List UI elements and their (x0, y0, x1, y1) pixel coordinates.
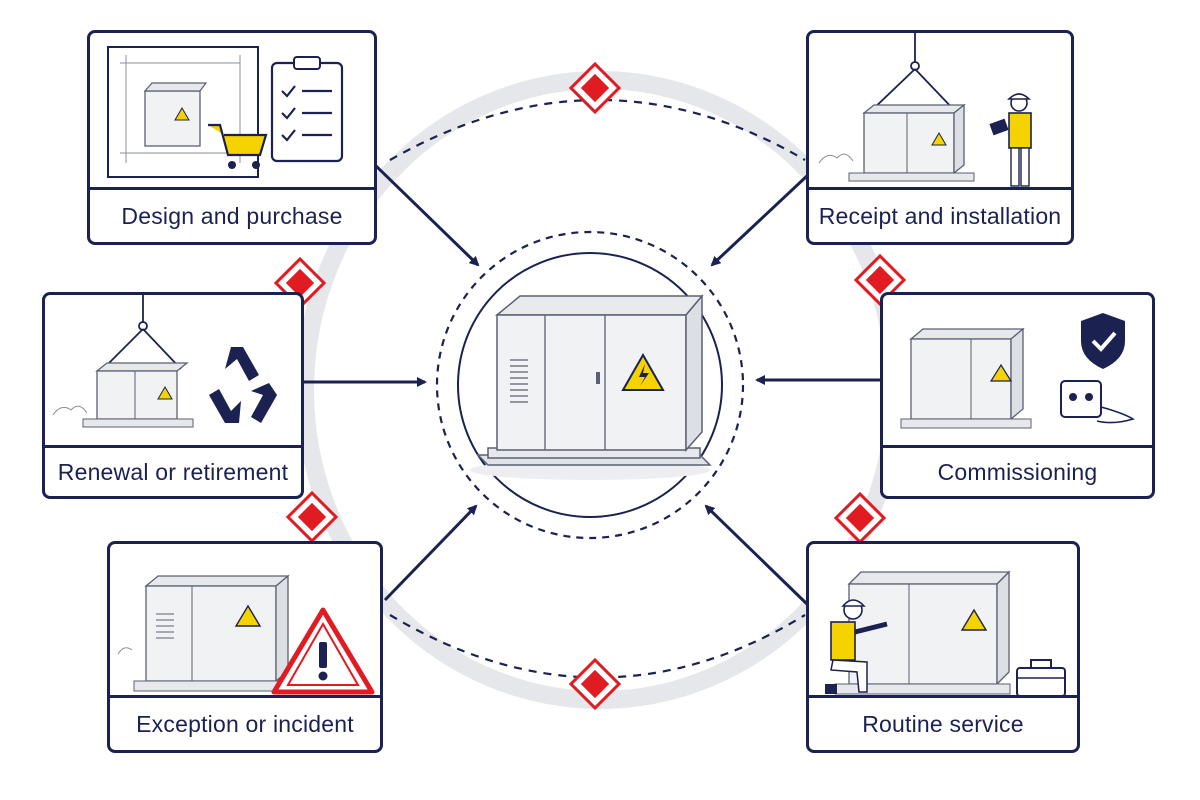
crane-hook-icon (102, 295, 182, 370)
routine-illustration (825, 570, 1066, 697)
stage-card-routine[interactable]: Routine service (806, 541, 1080, 753)
electrical-cabinet-icon (470, 293, 712, 480)
stage-label: Receipt and installation (809, 187, 1071, 242)
worker-icon (989, 93, 1032, 187)
stage-card-design[interactable]: Design and purchase (87, 30, 377, 245)
stage-label: Commissioning (883, 445, 1152, 496)
arrow-design (373, 163, 480, 267)
stage-label: Design and purchase (90, 187, 374, 242)
tablet-icon (989, 118, 1009, 136)
checklist-icon (270, 56, 344, 163)
recycle-icon (209, 347, 277, 423)
red-diamond-icon (568, 61, 622, 115)
installation-illustration (818, 33, 1032, 187)
toolbox-icon (1016, 659, 1066, 697)
stage-card-renewal[interactable]: Renewal or retirement (42, 292, 304, 499)
warning-triangle-icon (271, 607, 375, 695)
arrow-routine (704, 504, 810, 607)
dashed-arc-top (389, 98, 806, 161)
stage-card-commissioning[interactable]: Commissioning (880, 292, 1155, 499)
commissioning-illustration (900, 313, 1135, 429)
crane-hook-icon (868, 33, 958, 114)
shopping-cart-icon (208, 123, 268, 169)
arrow-exception (383, 504, 478, 602)
red-diamond-icon (833, 491, 887, 545)
technician-icon (825, 599, 888, 694)
stage-label: Exception or incident (110, 695, 380, 750)
stage-card-exception[interactable]: Exception or incident (107, 541, 383, 753)
renewal-illustration (52, 295, 277, 428)
arrow-receipt (710, 173, 810, 267)
exception-illustration (117, 574, 375, 695)
red-diamond-icon (568, 657, 622, 711)
test-meter-icon (1060, 380, 1135, 424)
red-diamond-icon (285, 490, 339, 544)
stage-label: Routine service (809, 695, 1077, 750)
stage-label: Renewal or retirement (45, 445, 301, 496)
dashed-arc-bottom (389, 614, 806, 679)
blueprint-icon (107, 46, 344, 178)
stage-card-receipt[interactable]: Receipt and installation (806, 30, 1074, 245)
shield-check-icon (1081, 313, 1125, 369)
